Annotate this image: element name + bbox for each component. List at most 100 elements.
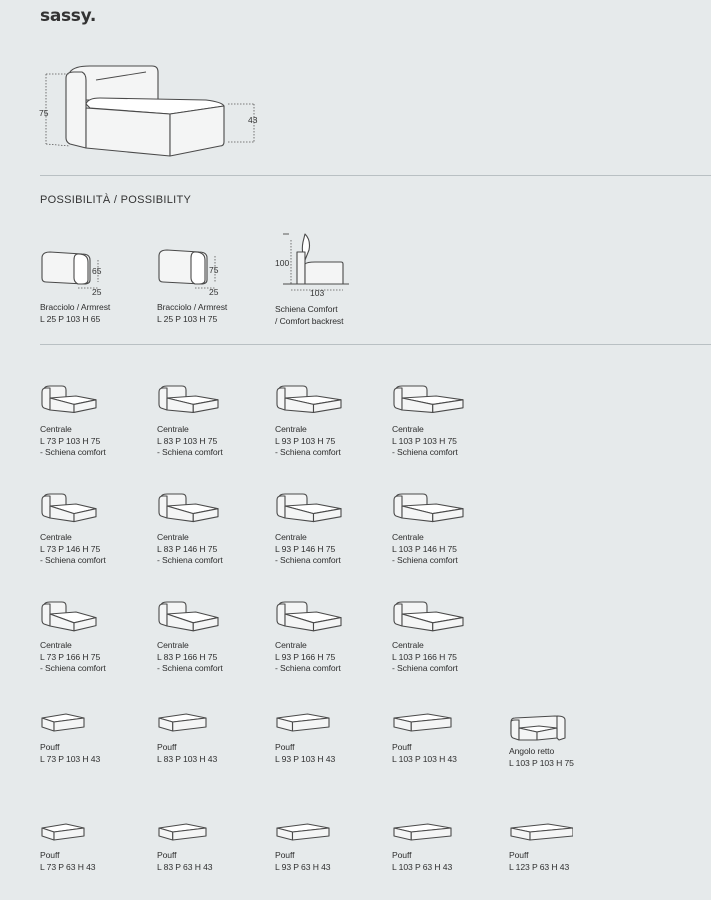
central-module-icon	[392, 490, 504, 526]
module-name: Centrale	[40, 640, 72, 650]
module-name: Pouff	[275, 850, 295, 860]
option-name: Bracciolo / Armrest	[157, 302, 228, 312]
module-note: - Schiena comfort	[40, 555, 106, 565]
module-note: - Schiena comfort	[157, 447, 223, 457]
module-name: Centrale	[40, 424, 72, 434]
backrest-depth-dimension: 103	[310, 288, 324, 296]
module-name: Pouff	[275, 742, 295, 752]
module-name: Pouff	[157, 742, 177, 752]
module-note: - Schiena comfort	[157, 555, 223, 565]
central-module-icon	[392, 598, 504, 634]
pouf-icon	[157, 712, 269, 738]
module-name: Pouff	[157, 850, 177, 860]
module-name: Pouff	[392, 850, 412, 860]
pouf-icon	[509, 822, 621, 846]
option-name: Bracciolo / Armrest	[40, 302, 111, 312]
option-name: Schiena Comfort	[275, 304, 338, 314]
central-module-icon	[392, 382, 504, 418]
pouf-icon	[40, 712, 152, 738]
module-note: - Schiena comfort	[157, 663, 223, 673]
hero-seat-dimension: 43	[248, 115, 258, 125]
module-dimensions: L 123 P 63 H 43	[509, 861, 570, 872]
module-name: Angolo retto	[509, 746, 555, 756]
module-name: Pouff	[509, 850, 529, 860]
pouf-icon	[157, 822, 269, 846]
armrest-height-dimension: 75	[209, 265, 219, 275]
module-name: Centrale	[275, 640, 307, 650]
pouf-icon	[392, 712, 504, 738]
module-name: Pouff	[40, 742, 60, 752]
module-name: Centrale	[392, 532, 424, 542]
module-dimensions: L 93 P 103 H 43	[275, 753, 336, 764]
module-dimensions: L 73 P 103 H 75	[40, 435, 101, 446]
module-dimensions: L 83 P 146 H 75	[157, 543, 218, 554]
central-module-icon	[40, 382, 152, 418]
module-dimensions: L 103 P 166 H 75	[392, 651, 457, 662]
module-name: Centrale	[40, 532, 72, 542]
module-name: Centrale	[157, 640, 189, 650]
module-dimensions: L 103 P 146 H 75	[392, 543, 457, 554]
module-note: - Schiena comfort	[40, 447, 106, 457]
module-dimensions: L 103 P 63 H 43	[392, 861, 453, 872]
module-name: Pouff	[40, 850, 60, 860]
module-name: Pouff	[392, 742, 412, 752]
module-name: Centrale	[157, 532, 189, 542]
hero-height-dimension: 75	[39, 108, 49, 118]
module-dimensions: L 93 P 103 H 75	[275, 435, 336, 446]
divider	[40, 175, 711, 176]
module-name: Centrale	[157, 424, 189, 434]
central-module-icon	[40, 598, 152, 634]
option-dimensions: / Comfort backrest	[275, 315, 344, 326]
module-dimensions: L 73 P 146 H 75	[40, 543, 101, 554]
brand-logo: sassy.	[40, 6, 97, 26]
corner-module-icon	[509, 712, 621, 742]
central-module-icon	[157, 382, 269, 418]
hero-module-drawing: 75 43	[30, 60, 270, 165]
option-armrest-65: 65 25 Bracciolo / Armrest L 25 P 103 H 6…	[40, 244, 152, 325]
module-dimensions: L 93 P 63 H 43	[275, 861, 331, 872]
module-dimensions: L 83 P 103 H 43	[157, 753, 218, 764]
option-comfort-backrest: 100 103 Schiena Comfort / Comfort backre…	[275, 230, 387, 327]
module-note: - Schiena comfort	[275, 663, 341, 673]
module-name: Centrale	[392, 640, 424, 650]
option-dimensions: L 25 P 103 H 75	[157, 313, 218, 324]
module-note: - Schiena comfort	[392, 663, 458, 673]
pouf-icon	[275, 822, 387, 846]
module-name: Centrale	[392, 424, 424, 434]
module-note: - Schiena comfort	[275, 555, 341, 565]
pouf-icon	[275, 712, 387, 738]
armrest-height-dimension: 65	[92, 266, 102, 276]
pouf-icon	[392, 822, 504, 846]
central-module-icon	[275, 598, 387, 634]
central-module-icon	[275, 490, 387, 526]
module-note: - Schiena comfort	[40, 663, 106, 673]
module-dimensions: L 103 P 103 H 75	[392, 435, 457, 446]
module-dimensions: L 103 P 103 H 43	[392, 753, 457, 764]
section-title: POSSIBILITÀ / POSSIBILITY	[40, 194, 192, 206]
option-dimensions: L 25 P 103 H 65	[40, 313, 101, 324]
module-dimensions: L 73 P 166 H 75	[40, 651, 101, 662]
module-note: - Schiena comfort	[275, 447, 341, 457]
pouf-icon	[40, 822, 152, 846]
divider	[40, 344, 711, 345]
backrest-height-dimension: 100	[275, 258, 289, 268]
module-dimensions: L 83 P 166 H 75	[157, 651, 218, 662]
module-dimensions: L 83 P 63 H 43	[157, 861, 213, 872]
